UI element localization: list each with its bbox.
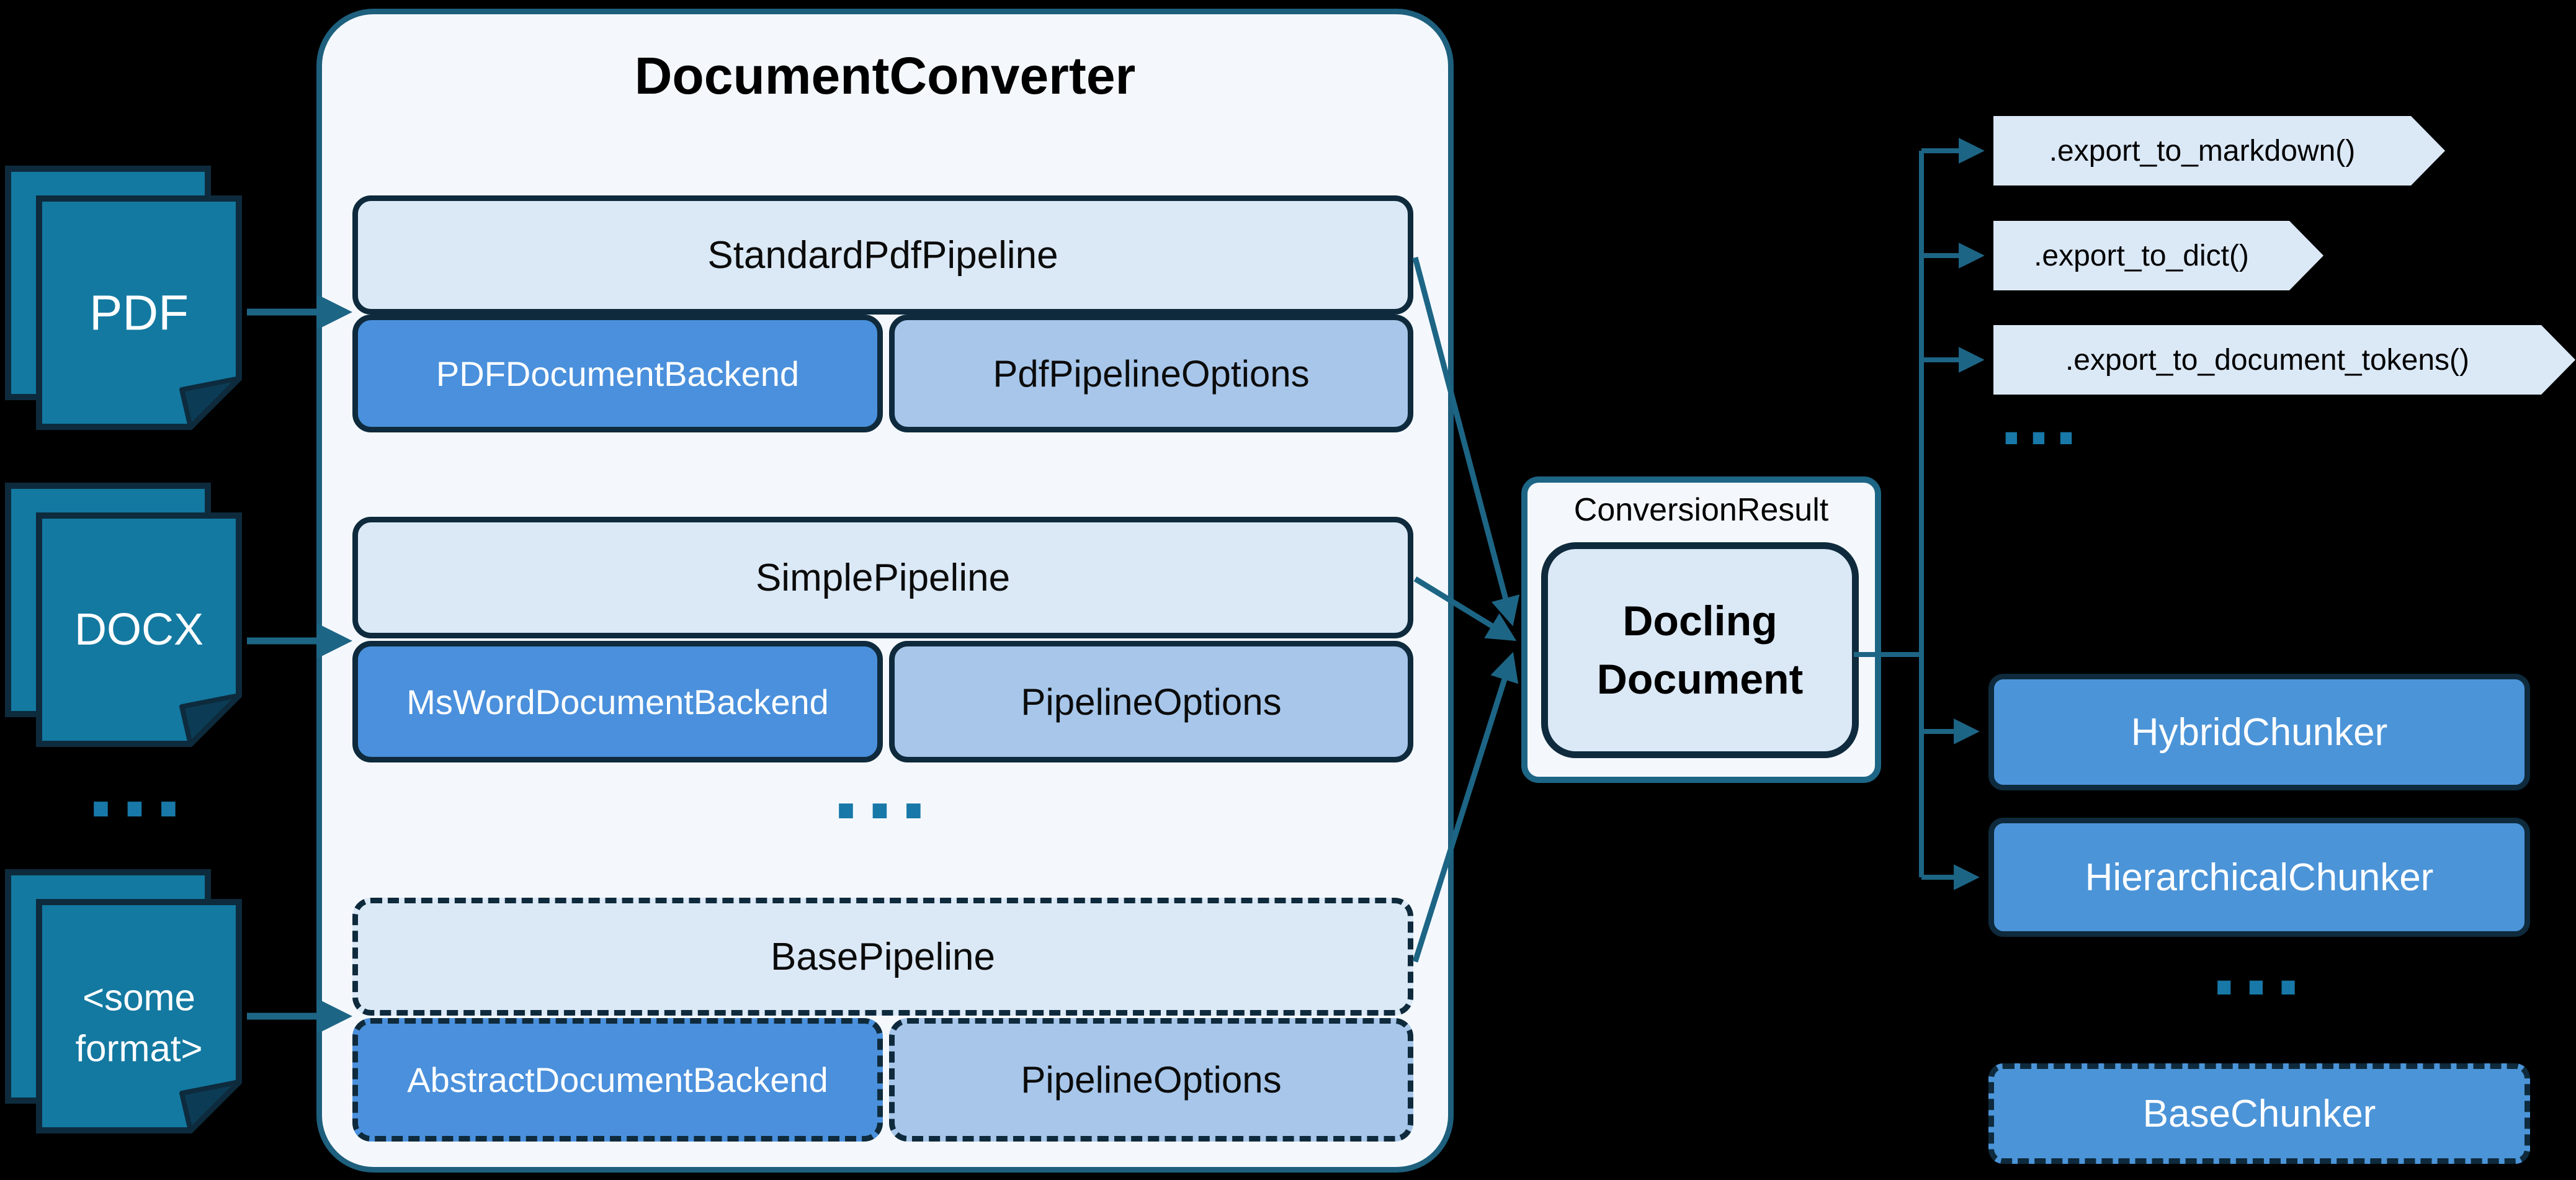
abstract-pipeline-options-label: PipelineOptions [1021,1059,1282,1101]
pdf-document-icon: PDF [5,166,242,430]
pdf-pipeline-options-box: PdfPipelineOptions [889,315,1413,432]
pdf-label: PDF [89,285,189,341]
simple-pipeline-box: SimplePipeline [352,517,1413,638]
base-chunker-label: BaseChunker [2142,1092,2376,1135]
some-format-fold-corner [179,1079,241,1133]
msword-document-backend-box: MsWordDocumentBackend [352,641,883,762]
export-to-document-tokens-label: .export_to_document_tokens() [2065,343,2470,377]
docling-document-box: Docling Document [1541,542,1859,758]
hybrid-chunker-label: HybridChunker [2131,710,2388,754]
base-chunker-box: BaseChunker [1988,1063,2530,1164]
docx-fold-corner [179,693,241,746]
export-to-dict-label: .export_to_dict() [2034,239,2249,272]
abstract-pipeline-options-box: PipelineOptions [889,1018,1413,1142]
pipeline-options-label: PipelineOptions [1021,681,1282,723]
base-pipeline-box: BasePipeline [352,898,1413,1016]
pdf-fold-corner [179,376,241,429]
docx-document-icon: DOCX [5,483,242,747]
pdf-document-backend-box: PDFDocumentBackend [352,315,883,432]
pdf-document-backend-label: PDFDocumentBackend [436,354,800,393]
hierarchical-chunker-label: HierarchicalChunker [2085,856,2434,899]
document-converter-title: DocumentConverter [634,47,1136,105]
docling-document-line1: Docling [1622,597,1778,645]
pipeline-options-box: PipelineOptions [889,641,1413,762]
simple-pipeline-label: SimplePipeline [755,556,1011,599]
base-pipeline-label: BasePipeline [771,935,995,978]
inputs-ellipsis: ... [87,726,189,838]
some-format-label-line1: <some [83,977,195,1019]
hierarchical-chunker-box: HierarchicalChunker [1988,818,2530,937]
export-to-document-tokens-chevron: .export_to_document_tokens() [1993,325,2575,395]
docx-label: DOCX [74,605,203,655]
some-format-document-icon: <some format> [5,869,242,1133]
msword-document-backend-label: MsWordDocumentBackend [406,682,829,722]
pdf-pipeline-options-label: PdfPipelineOptions [993,352,1310,395]
export-to-markdown-label: .export_to_markdown() [2049,134,2356,168]
standard-pdf-pipeline-label: StandardPdfPipeline [707,233,1058,277]
export-to-markdown-chevron: .export_to_markdown() [1993,116,2445,185]
some-format-label-line2: format> [75,1028,202,1070]
hybrid-chunker-box: HybridChunker [1988,674,2530,790]
converter-ellipsis: ... [832,728,934,839]
abstract-document-backend-label: AbstractDocumentBackend [407,1060,828,1099]
export-to-dict-chevron: .export_to_dict() [1993,221,2323,290]
abstract-document-backend-box: AbstractDocumentBackend [352,1018,883,1142]
standard-pdf-pipeline-box: StandardPdfPipeline [352,195,1413,315]
docling-document-line2: Document [1596,656,1804,703]
conversion-result-label: ConversionResult [1573,492,1829,528]
